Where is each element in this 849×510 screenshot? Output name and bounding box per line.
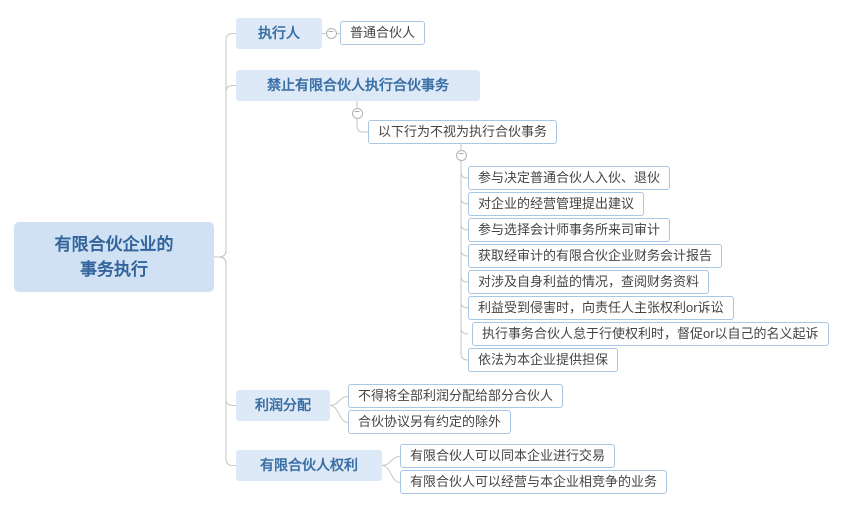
node-general-partner[interactable]: 普通合伙人 [340, 21, 426, 45]
node-profit-rule[interactable]: 不得将全部利润分配给部分合伙人 [348, 384, 564, 408]
collapse-icon[interactable]: − [351, 107, 363, 119]
collapse-icon[interactable]: − [325, 28, 337, 39]
node-act-item[interactable]: 利益受到侵害时，向责任人主张权利or诉讼 [468, 296, 734, 320]
branch-prohibit-limited-partner-execution[interactable]: 禁止有限合伙人执行合伙事务 [236, 70, 480, 101]
root-topic-line1: 有限合伙企业的 [54, 234, 174, 254]
node-act-item[interactable]: 对涉及自身利益的情况，查阅财务资料 [468, 270, 710, 294]
node-act-item[interactable]: 对企业的经营管理提出建议 [468, 192, 645, 216]
node-act-item[interactable]: 获取经审计的有限合伙企业财务会计报告 [468, 244, 723, 268]
node-act-item[interactable]: 参与选择会计师事务所来司审计 [468, 218, 671, 242]
node-right-item[interactable]: 有限合伙人可以经营与本企业相竞争的业务 [400, 470, 668, 494]
node-act-item[interactable]: 执行事务合伙人怠于行使权利时，督促or以自己的名义起诉 [472, 322, 829, 346]
branch-limited-partner-rights[interactable]: 有限合伙人权利 [236, 450, 382, 481]
node-profit-rule[interactable]: 合伙协议另有约定的除外 [348, 410, 512, 434]
branch-executor[interactable]: 执行人 [236, 18, 322, 49]
root-topic-line2: 事务执行 [80, 260, 148, 279]
collapse-icon[interactable]: − [455, 149, 467, 161]
node-right-item[interactable]: 有限合伙人可以同本企业进行交易 [400, 444, 616, 468]
node-act-item[interactable]: 参与决定普通合伙人入伙、退伙 [468, 166, 671, 190]
branch-profit-distribution[interactable]: 利润分配 [236, 390, 330, 421]
node-acts-not-deemed-execution[interactable]: 以下行为不视为执行合伙事务 [368, 120, 558, 144]
root-topic[interactable]: 有限合伙企业的 事务执行 [14, 222, 214, 292]
node-act-item[interactable]: 依法为本企业提供担保 [468, 348, 619, 372]
